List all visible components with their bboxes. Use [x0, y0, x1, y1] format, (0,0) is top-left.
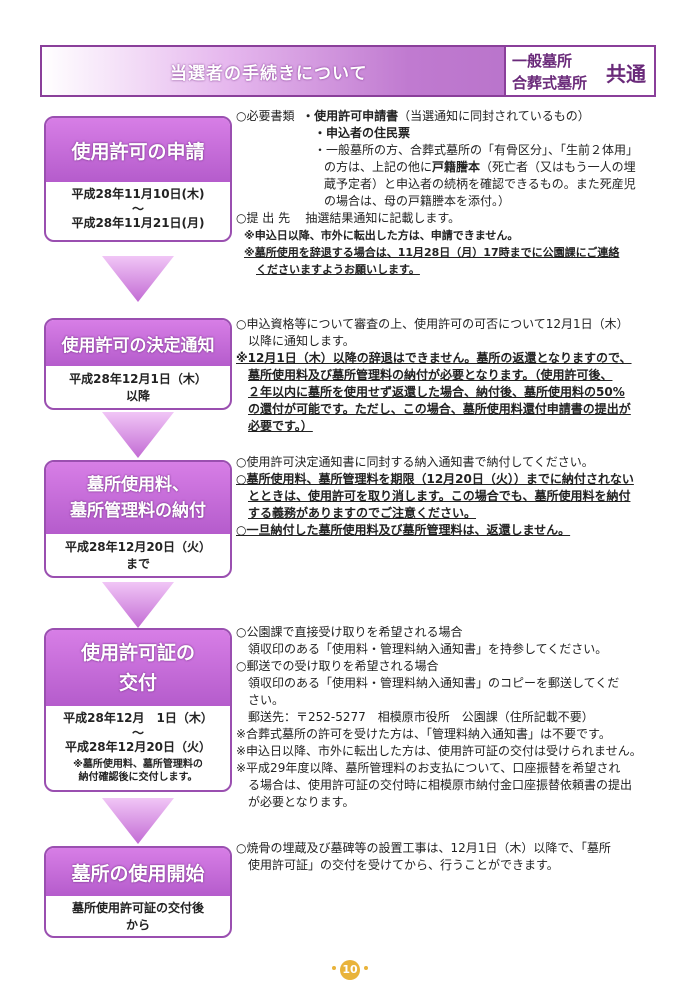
- step-date-start: 平成28年12月20日（火）: [64, 540, 212, 554]
- text-line: 以降に通知します。: [248, 334, 355, 348]
- step-date-separator: 〜: [131, 726, 144, 740]
- step-title-line2: 墓所管理料の納付: [70, 501, 206, 521]
- text-line: する義務がありますのでご注意ください。: [248, 506, 477, 520]
- text-line: が必要となります。: [248, 795, 355, 809]
- text-line: の場合は、母の戸籍謄本を添付。）: [324, 194, 511, 208]
- text-line: ○必要書類 ・使用許可申請書（当選通知に同封されているもの）: [236, 109, 590, 123]
- text-line: の方は、上記の他に戸籍謄本（死亡者（又はもう一人の埋: [324, 160, 636, 174]
- text-line: ・一般墓所の方、合葬式墓所の「有骨区分」、「生前２体用」: [314, 143, 639, 157]
- step-decision-notice: 使用許可の決定通知 平成28年12月1日（木） 以降: [44, 318, 232, 410]
- text-line: くださいますようお願いします。: [256, 263, 420, 276]
- text-line: 必要です。）: [248, 419, 313, 433]
- section-issuance-text: ○公園課で直接受け取りを希望される場合 領収印のある「使用料・管理料納入通知書」…: [236, 624, 666, 811]
- text-line: ○焼骨の埋蔵及び墓碑等の設置工事は、12月1日（木）以降で、「墓所: [236, 841, 611, 855]
- text-line: 墓所使用料及び墓所管理料の納付が必要となります。（使用許可後、: [248, 368, 613, 382]
- step-title-line1: 使用許可証の: [80, 642, 195, 664]
- flow-arrow-icon: [102, 798, 174, 844]
- step-permit-issuance: 使用許可証の 交付 平成28年12月 1日（木） 〜 平成28年12月20日（火…: [44, 628, 232, 792]
- page-number: 10: [330, 958, 370, 980]
- flow-arrow-icon: [102, 256, 174, 302]
- step-title: 使用許可の決定通知: [46, 320, 230, 366]
- step-title: 使用許可の申請: [46, 118, 230, 182]
- text-line: ○郵送での受け取りを希望される場合: [236, 659, 439, 673]
- badge-common: 共通: [606, 62, 646, 86]
- text-line: る場合は、使用許可証の交付時に相模原市納付金口座振替依頼書の提出: [248, 778, 633, 792]
- step-date-separator: 〜: [131, 202, 144, 216]
- step-date-start: 墓所使用許可証の交付後: [71, 901, 204, 915]
- text-line: ○一旦納付した墓所使用料及び墓所管理料は、返還しません。: [236, 523, 571, 537]
- page-number-value: 10: [340, 960, 360, 980]
- text-line: ※申込日以降、市外に転出した方は、使用許可証の交付は受けられません。: [236, 744, 642, 758]
- section-decision-text: ○申込資格等について審査の上、使用許可の可否について12月1日（木） 以降に通知…: [236, 316, 666, 435]
- section-payment-text: ○使用許可決定通知書に同封する納入通知書で納付してください。 ○墓所使用料、墓所…: [236, 454, 666, 539]
- text-line: の還付が可能です。ただし、この場合、墓所使用料還付申請書の提出が: [248, 402, 631, 416]
- step-payment: 墓所使用料、 墓所管理料の納付 平成28年12月20日（火） まで: [44, 460, 232, 578]
- text-line: ○申込資格等について審査の上、使用許可の可否について12月1日（木）: [236, 317, 629, 331]
- step-date-end: 平成28年11月21日(月): [71, 216, 205, 230]
- category-badge: 一般墓所 合葬式墓所 共通: [504, 45, 656, 97]
- text-line: ２年以内に墓所を使用せず返還した場合、納付後、墓所使用料の50%: [248, 385, 625, 399]
- step-date-end: から: [125, 918, 150, 932]
- flow-arrow-icon: [102, 412, 174, 458]
- text-line: 使用許可証」の交付を受けてから、行うことができます。: [248, 858, 559, 872]
- step-date-start: 平成28年12月 1日（木）: [63, 711, 213, 725]
- step-title-line1: 墓所使用料、: [87, 475, 189, 495]
- dot-icon: [332, 966, 336, 970]
- text-line: ○提 出 先 抽選結果通知に記載します。: [236, 211, 461, 225]
- text-line: ※合葬式墓所の許可を受けた方は、「管理料納入通知書」は不要です。: [236, 727, 611, 741]
- text-line: ※12月1日（木）以降の辞退はできません。墓所の返還となりますので、: [236, 351, 632, 365]
- text-line: ※平成29年度以降、墓所管理料のお支払について、口座振替を希望され: [236, 761, 621, 775]
- text-line: ○墓所使用料、墓所管理料を期限（12月20日（火））までに納付されない: [236, 472, 634, 486]
- text-line: ※墓所使用を辞退する場合は、11月28日（月）17時までに公園課にご連絡: [244, 246, 620, 259]
- badge-line1: 一般墓所: [512, 52, 573, 70]
- flow-arrow-icon: [102, 582, 174, 628]
- page-header: 当選者の手続きについて 一般墓所 合葬式墓所 共通: [40, 45, 656, 97]
- text-line: 郵送先：〒252-5277 相模原市役所 公園課（住所記載不要）: [248, 710, 594, 724]
- step-title-line2: 交付: [118, 672, 157, 694]
- step-date-end: 以降: [125, 389, 150, 403]
- step-use-start: 墓所の使用開始 墓所使用許可証の交付後 から: [44, 846, 232, 938]
- text-line: さい。: [248, 693, 285, 707]
- step-date-start: 平成28年12月1日（木）: [69, 372, 207, 386]
- step-title: 墓所使用料、 墓所管理料の納付: [46, 462, 230, 534]
- text-line: ○公園課で直接受け取りを希望される場合: [236, 625, 463, 639]
- text-line: ※申込日以降、市外に転出した方は、申請できません。: [244, 229, 519, 242]
- step-date-start: 平成28年11月10日(木): [71, 187, 205, 201]
- dot-icon: [364, 966, 368, 970]
- step-date-end: 平成28年12月20日（火）: [64, 740, 212, 754]
- text-line: 蔵予定者）と申込者の続柄を確認できるもの。また死産児: [324, 177, 636, 191]
- section-application-text: ○必要書類 ・使用許可申請書（当選通知に同封されているもの） ・申込者の住民票 …: [236, 108, 666, 278]
- step-date-end: まで: [125, 557, 150, 571]
- page-title: 当選者の手続きについて: [170, 64, 368, 84]
- step-title: 使用許可証の 交付: [46, 630, 230, 706]
- text-line: とときは、使用許可を取り消します。この場合でも、墓所使用料を納付: [248, 489, 631, 503]
- step-note-line2: 納付確認後に交付します。: [78, 772, 198, 783]
- section-use-start-text: ○焼骨の埋蔵及び墓碑等の設置工事は、12月1日（木）以降で、「墓所 使用許可証」…: [236, 840, 666, 874]
- text-line: ○使用許可決定通知書に同封する納入通知書で納付してください。: [236, 455, 594, 469]
- text-line: 領収印のある「使用料・管理料納入通知書」を持参してください。: [248, 642, 608, 656]
- step-application: 使用許可の申請 平成28年11月10日(木) 〜 平成28年11月21日(月): [44, 116, 232, 242]
- text-line: 領収印のある「使用料・管理料納入通知書」のコピーを郵送してくだ: [248, 676, 620, 690]
- badge-line2: 合葬式墓所: [512, 74, 588, 92]
- step-title: 墓所の使用開始: [46, 848, 230, 896]
- step-note-line1: ※墓所使用料、墓所管理料の: [73, 759, 203, 770]
- text-line: ・申込者の住民票: [314, 126, 411, 140]
